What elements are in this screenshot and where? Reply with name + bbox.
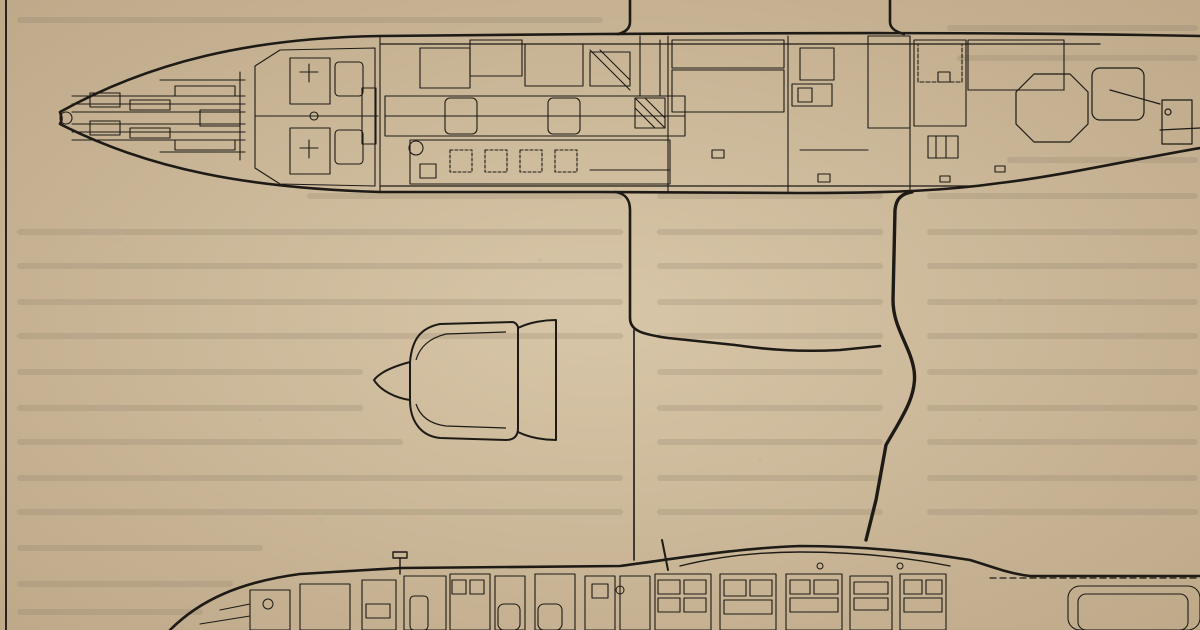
nose-gun-battery	[59, 71, 246, 161]
wing-root-right-lower	[864, 190, 917, 542]
cowling-inner-line	[415, 331, 507, 361]
rear-turret	[1015, 67, 1200, 145]
wing-root-left-lower	[614, 190, 882, 353]
nacelle-cowling	[409, 321, 519, 441]
side-view-fittings	[262, 562, 904, 610]
side-view-fuselage	[168, 539, 1200, 630]
paper-grain	[118, 238, 1142, 522]
dorsal-antenna	[661, 539, 669, 571]
periscope-mast	[392, 551, 408, 575]
mid-fuselage-bays	[667, 35, 1065, 193]
propeller-spinner	[373, 361, 411, 401]
fuselage-outline	[58, 31, 1200, 195]
wing-root-right-upper	[888, 0, 906, 36]
engine-nacelle	[373, 319, 557, 441]
cowling-lower-inner-line	[415, 403, 507, 429]
cockpit-area	[254, 47, 379, 187]
crew-compartment	[379, 35, 686, 193]
dorsal-fairing	[679, 551, 951, 567]
plan-view-fuselage	[58, 0, 1200, 561]
side-fuselage-top-outline	[168, 544, 1200, 630]
wing-root-left-upper	[616, 0, 632, 36]
side-view-equipment	[199, 573, 1200, 630]
bleed-through-text	[17, 17, 1198, 615]
